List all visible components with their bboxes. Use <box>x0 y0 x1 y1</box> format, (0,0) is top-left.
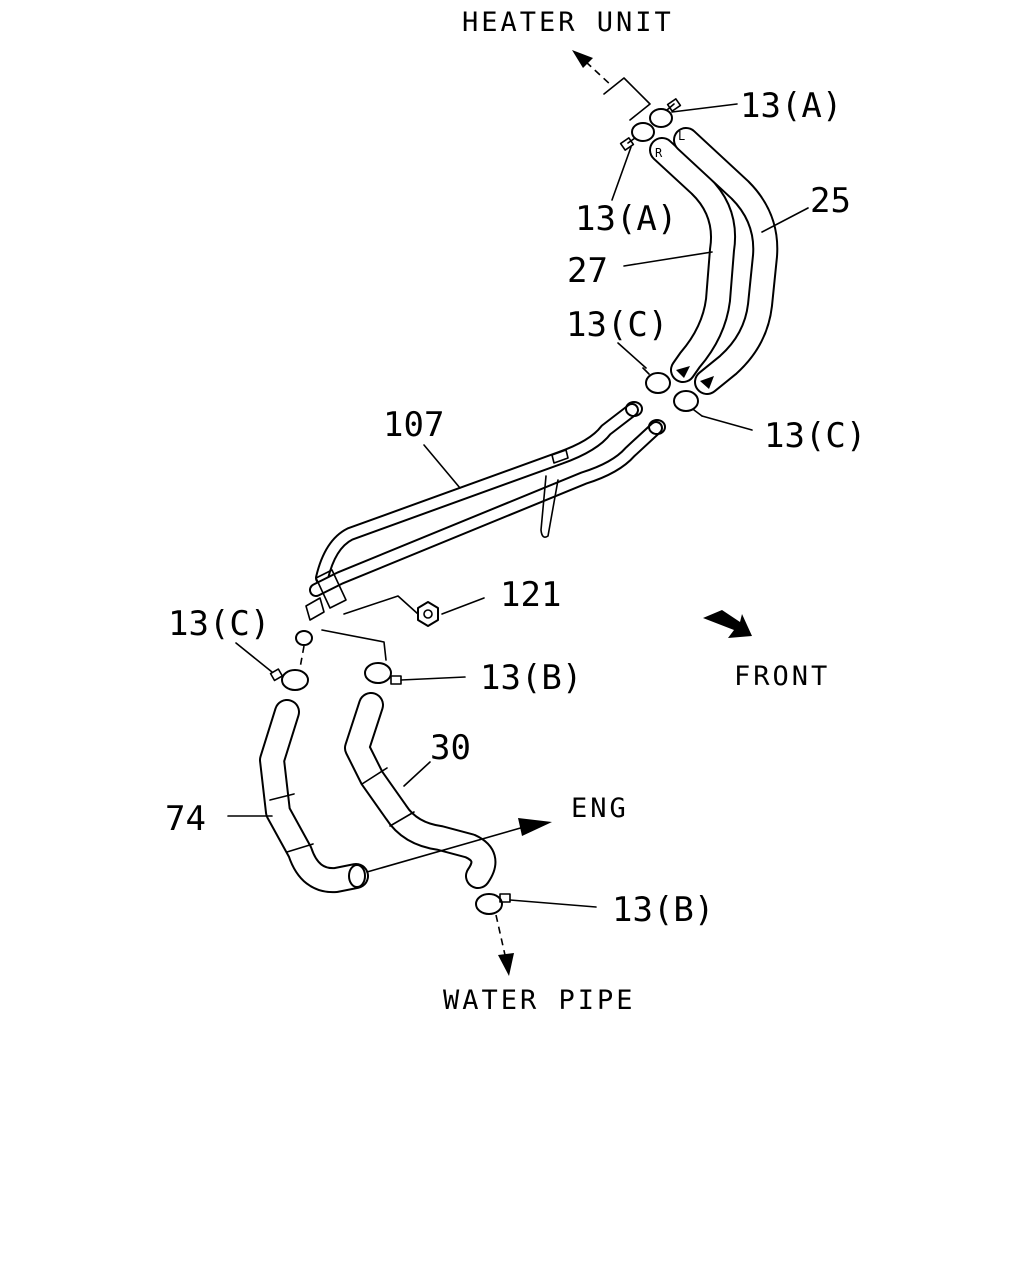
clamp-13a-top <box>649 98 682 128</box>
clamp-13c-upper-right <box>673 390 703 417</box>
callout-13c-upper-left: 13(C) <box>566 305 668 345</box>
callout-13c-upper-right: 13(C) <box>764 416 866 456</box>
callout-13a-left: 13(A) <box>575 199 677 239</box>
callout-13c-lower: 13(C) <box>168 604 270 644</box>
clamp-13c-upper-left <box>642 367 671 394</box>
clamp-13c-lower <box>269 668 309 691</box>
hose-30 <box>344 692 497 889</box>
clamp-13a-left <box>619 122 655 151</box>
clamp-13b-mid <box>364 662 402 685</box>
water-pipe-arrow <box>495 914 514 976</box>
callout-107: 107 <box>383 405 444 445</box>
heater-unit-label: HEATER UNIT <box>462 7 674 38</box>
nut-121 <box>343 595 439 627</box>
callout-13b-mid: 13(B) <box>480 658 582 698</box>
callout-13b-bottom: 13(B) <box>612 890 714 930</box>
clamp-13b-bottom <box>475 893 511 915</box>
hose-25 <box>673 127 779 395</box>
water-pipe-label: WATER PIPE <box>443 985 636 1016</box>
hose-27 <box>649 137 736 383</box>
callout-30: 30 <box>430 728 471 768</box>
hose-25-direction-mark <box>700 376 714 389</box>
guide-line-dashed <box>299 645 305 669</box>
callout-25: 25 <box>810 181 851 221</box>
callout-13a-top: 13(A) <box>740 86 842 126</box>
leader-lines <box>227 103 809 908</box>
callout-74: 74 <box>165 799 206 839</box>
eng-arrow <box>366 818 552 873</box>
hose-74 <box>259 699 369 894</box>
callout-121: 121 <box>500 575 561 615</box>
hose-l-mark: L <box>678 129 685 143</box>
callout-27: 27 <box>567 251 608 291</box>
pipe-assembly-107 <box>295 401 666 646</box>
hose-r-mark: R <box>655 146 663 160</box>
front-label: FRONT <box>734 661 830 692</box>
front-arrow-icon <box>703 610 752 638</box>
eng-label: ENG <box>571 793 629 824</box>
heater-unit-arrow <box>572 50 651 121</box>
guide-line <box>321 629 387 661</box>
hose-27-direction-mark <box>676 366 690 378</box>
